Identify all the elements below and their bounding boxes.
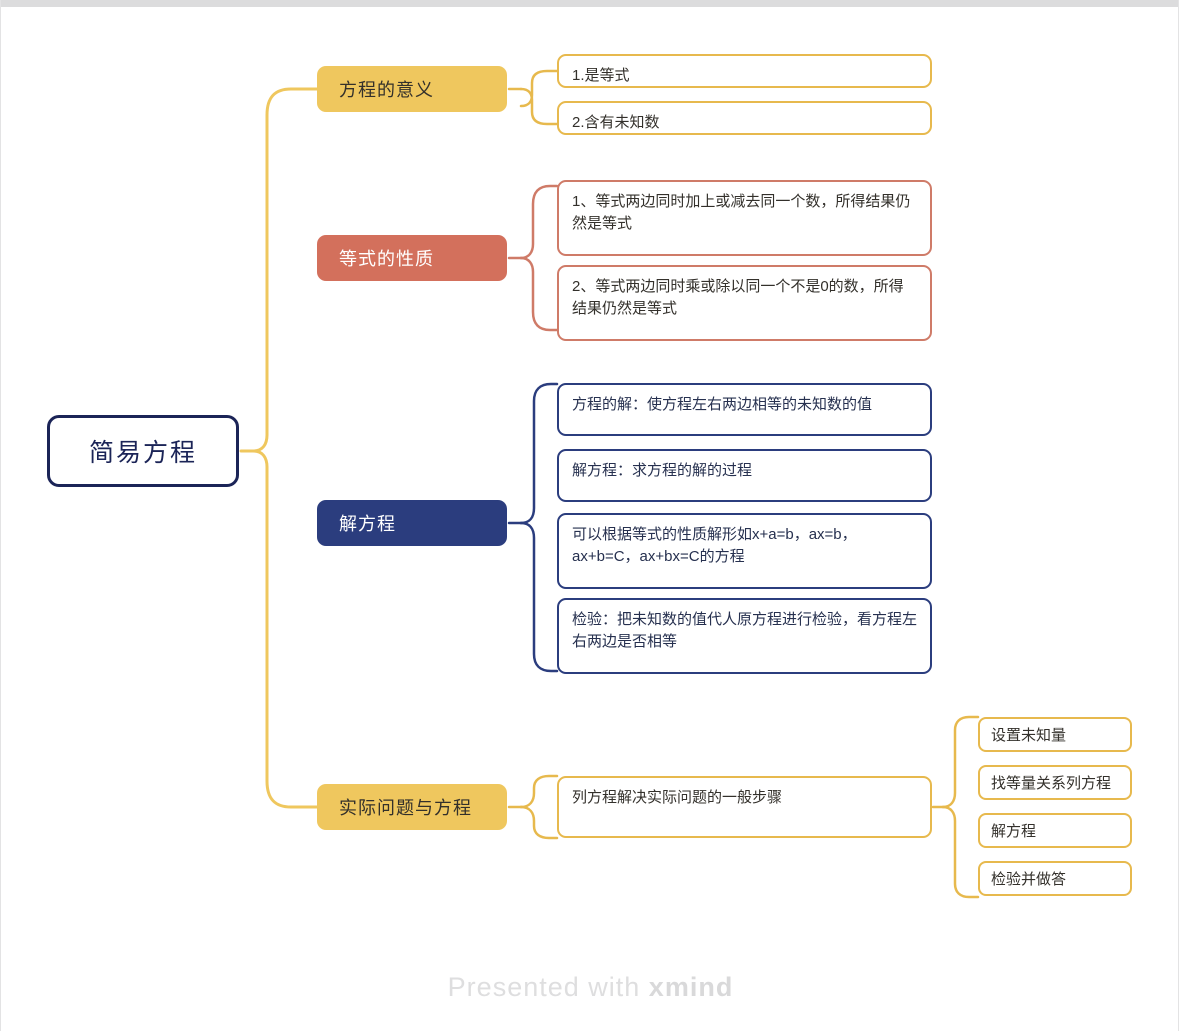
branch-1-brace-connector	[507, 184, 559, 332]
leaf-box-text: 列方程解决实际问题的一般步骤	[572, 789, 783, 806]
leaf-box[interactable]: 检验：把未知数的值代人原方程进行检验，看方程左右两边是否相等	[557, 598, 932, 674]
sub-step-box[interactable]: 设置未知量	[978, 717, 1132, 752]
branch-node-real-problems[interactable]: 实际问题与方程	[317, 784, 507, 830]
root-node-label: 简易方程	[88, 439, 197, 467]
branch-node-label: 解方程	[339, 514, 396, 534]
leaf-box-text: 可以根据等式的性质解形如x+a=b，ax=b，ax+b=C，ax+bx=C的方程	[572, 526, 857, 565]
leaf-box[interactable]: 2、等式两边同时乘或除以同一个不是0的数，所得结果仍然是等式	[557, 265, 932, 341]
branch-node-label: 实际问题与方程	[339, 798, 472, 818]
root-brace-connector	[239, 87, 319, 809]
branch-node-solving-equations[interactable]: 解方程	[317, 500, 507, 546]
leaf-box[interactable]: 方程的解：使方程左右两边相等的未知数的值	[557, 383, 932, 436]
leaf-box-text: 检验：把未知数的值代人原方程进行检验，看方程左右两边是否相等	[572, 611, 918, 650]
leaf-box-text: 2、等式两边同时乘或除以同一个不是0的数，所得结果仍然是等式	[572, 278, 904, 317]
sub-step-label: 找等量关系列方程	[991, 775, 1112, 792]
watermark-prefix: Presented with	[447, 972, 641, 1002]
leaf-box-text: 方程的解：使方程左右两边相等的未知数的值	[572, 396, 873, 413]
branch-node-label: 方程的意义	[339, 80, 434, 100]
sub-step-box[interactable]: 解方程	[978, 813, 1132, 848]
window-top-strip	[1, 0, 1178, 7]
leaf-box-text: 1、等式两边同时加上或减去同一个数，所得结果仍然是等式	[572, 193, 911, 232]
sub-step-label: 检验并做答	[991, 871, 1067, 888]
branch-node-equation-properties[interactable]: 等式的性质	[317, 235, 507, 281]
leaf-box[interactable]: 1.是等式	[557, 54, 932, 88]
leaf-box[interactable]: 列方程解决实际问题的一般步骤	[557, 776, 932, 838]
root-node[interactable]: 简易方程	[47, 415, 239, 487]
step-list-brace-connector	[931, 715, 980, 899]
xmind-watermark: Presented with xmind	[1, 972, 1178, 1003]
sub-step-label: 设置未知量	[991, 727, 1067, 744]
leaf-box[interactable]: 解方程：求方程的解的过程	[557, 449, 932, 502]
branch-3-brace-connector	[507, 774, 559, 840]
branch-0-brace-connector	[507, 69, 559, 126]
branch-2-brace-connector	[507, 382, 559, 673]
watermark-brand: xmind	[648, 972, 734, 1002]
sub-step-box[interactable]: 检验并做答	[978, 861, 1132, 896]
leaf-box-text: 1.是等式	[572, 67, 630, 84]
leaf-box[interactable]: 2.含有未知数	[557, 101, 932, 135]
branch-node-equation-meaning[interactable]: 方程的意义	[317, 66, 507, 112]
leaf-box[interactable]: 1、等式两边同时加上或减去同一个数，所得结果仍然是等式	[557, 180, 932, 256]
sub-step-box[interactable]: 找等量关系列方程	[978, 765, 1132, 800]
leaf-box-text: 2.含有未知数	[572, 114, 660, 131]
leaf-box-text: 解方程：求方程的解的过程	[572, 462, 753, 479]
leaf-box[interactable]: 可以根据等式的性质解形如x+a=b，ax=b，ax+b=C，ax+bx=C的方程	[557, 513, 932, 589]
sub-step-label: 解方程	[991, 823, 1037, 840]
branch-node-label: 等式的性质	[339, 249, 434, 269]
